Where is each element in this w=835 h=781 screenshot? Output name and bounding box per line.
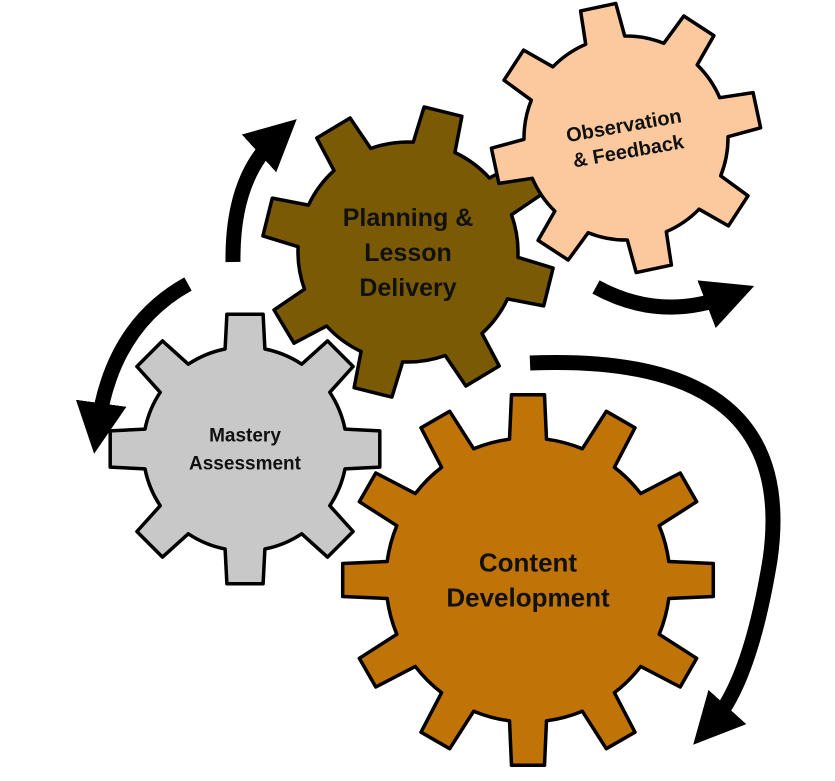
planning-label-line: Delivery bbox=[359, 274, 456, 302]
content-gear-shape bbox=[340, 392, 716, 768]
mastery-gear-shape bbox=[108, 312, 382, 586]
arrow-mastery-to-planning bbox=[225, 119, 297, 263]
planning-label-line: Lesson bbox=[364, 239, 452, 267]
mastery-label-line: Mastery bbox=[209, 426, 281, 447]
observation-feedback-gear: Observation& Feedback bbox=[489, 1, 763, 275]
planning-gear-shape bbox=[261, 105, 555, 399]
mastery-label-line: Assessment bbox=[189, 454, 302, 475]
arrow-planning-to-mastery bbox=[75, 277, 192, 454]
content-label-line: Content bbox=[479, 548, 578, 578]
planning-label-line: Planning & bbox=[343, 204, 474, 232]
arrow-content-cycle bbox=[529, 354, 781, 745]
content-label-line: Development bbox=[446, 583, 610, 613]
arrow-observation-to-content bbox=[592, 280, 755, 329]
cycle-arrows bbox=[75, 119, 781, 745]
observation-gear-shape bbox=[489, 1, 763, 275]
